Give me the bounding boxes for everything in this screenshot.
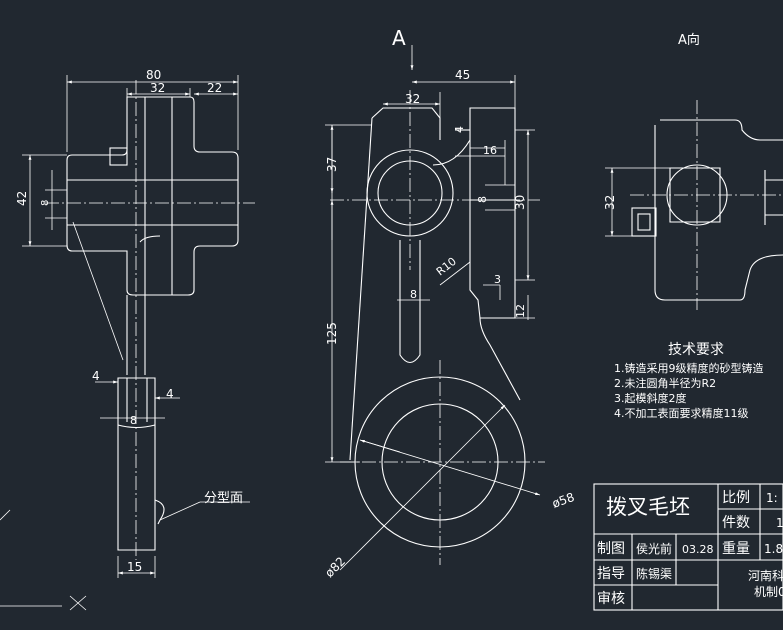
a-view <box>631 119 783 301</box>
dim-4-right: 4 <box>166 387 174 401</box>
dim-37: 37 <box>325 157 339 172</box>
dim-4-front: 4 <box>453 126 466 133</box>
view-label-a: A <box>392 26 406 50</box>
hub-circle-inner <box>377 160 443 226</box>
dim-30: 30 <box>513 195 527 210</box>
a-view-dimensions <box>605 167 670 237</box>
arm-right-edge <box>479 317 521 401</box>
dim-45: 45 <box>455 68 470 82</box>
dim-80: 80 <box>146 68 161 82</box>
lug-outline <box>117 377 156 551</box>
parting-label: 分型面 <box>204 491 243 506</box>
weight-value: 1.8 <box>764 542 783 556</box>
tech-req-item: 1.铸造采用9级精度的砂型铸造 <box>614 361 764 375</box>
a-view-outline <box>660 119 783 141</box>
dim-8-lug: 8 <box>130 414 137 427</box>
hub-outline <box>66 96 239 296</box>
part-name: 拨叉毛坯 <box>606 495 690 519</box>
fillet <box>139 235 161 243</box>
tech-req-item: 3.起模斜度2度 <box>614 391 687 405</box>
dim-32-aview: 32 <box>603 195 617 210</box>
title-block <box>593 483 783 611</box>
dim-r10: R10 <box>434 255 459 279</box>
front-view <box>349 107 526 548</box>
a-view-bore-box <box>669 167 721 223</box>
tech-req-title: 技术要求 <box>668 342 724 358</box>
dim-32-top: 32 <box>150 81 165 95</box>
dim-8-rib: 8 <box>410 288 417 301</box>
a-view-centerlines <box>630 100 783 310</box>
side-block <box>469 107 516 319</box>
dim-8-front: 8 <box>476 196 489 203</box>
a-view-key <box>631 207 657 237</box>
guide-name: 陈锡渠 <box>636 566 672 581</box>
dim-12: 12 <box>514 304 527 318</box>
parting-line <box>154 499 165 525</box>
dim-58: ø58 <box>550 490 576 511</box>
dim-8-left: 8 <box>40 200 51 206</box>
key-slot <box>109 147 128 166</box>
top-boss <box>371 107 441 140</box>
dim-32-front: 32 <box>405 92 420 106</box>
front-dimensions <box>325 45 541 571</box>
rib <box>432 139 471 166</box>
review-label: 审核 <box>597 591 625 607</box>
left-dimensions <box>22 75 250 578</box>
drawn-date: 03.28 <box>682 543 714 556</box>
dim-15: 15 <box>127 560 142 574</box>
left-view <box>66 96 239 551</box>
school-line1: 河南科 <box>748 568 783 583</box>
weight-label: 重量 <box>722 541 750 557</box>
drawn-label: 制图 <box>597 541 625 557</box>
drawn-name: 侯光前 <box>636 541 672 556</box>
dim-22: 22 <box>207 81 222 95</box>
scale-label: 比例 <box>722 490 750 506</box>
arm-outline <box>126 295 146 375</box>
a-view-key-inner <box>637 213 651 231</box>
scale-value: 1: <box>766 491 778 505</box>
corner-marks <box>0 509 87 611</box>
left-centerlines <box>45 80 255 560</box>
view-label-a-dir: A向 <box>678 32 700 48</box>
guide-label: 指导 <box>597 566 625 582</box>
school-line2: 机制0 <box>754 585 783 599</box>
dim-4-left: 4 <box>92 369 100 383</box>
tech-req-item: 2.未注圆角半径为R2 <box>614 376 716 390</box>
count-value: 1 <box>776 516 783 530</box>
count-label: 件数 <box>722 515 750 531</box>
web <box>399 240 421 364</box>
dim-42: 42 <box>15 191 29 206</box>
dim-125: 125 <box>325 322 339 345</box>
dim-82: ø82 <box>322 554 348 580</box>
tech-req-item: 4.不加工表面要求精度11级 <box>614 406 749 420</box>
arm-left-edge <box>349 117 373 461</box>
front-centerlines <box>330 90 545 565</box>
dim-3: 3 <box>494 273 501 286</box>
dim-16: 16 <box>483 144 497 157</box>
a-view-outline <box>654 125 783 301</box>
